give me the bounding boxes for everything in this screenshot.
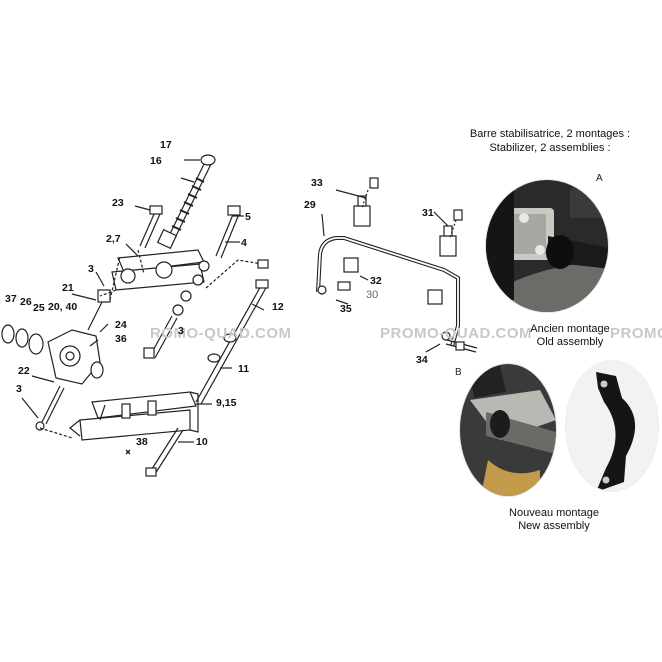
callout-26: 26 bbox=[20, 296, 32, 308]
callout-11: 11 bbox=[238, 363, 250, 375]
callout-16: 16 bbox=[150, 155, 162, 167]
stabilizer-bar-drawing bbox=[316, 177, 478, 353]
callout-3-middle: 3 bbox=[178, 325, 184, 337]
photo-new-assembly bbox=[459, 360, 659, 497]
caption-old-en: Old assembly bbox=[536, 336, 604, 348]
watermark-middle: PROMO-QUAD.COM bbox=[380, 325, 532, 342]
caption-old-fr: Ancien montage bbox=[530, 323, 610, 335]
callout-36: 36 bbox=[115, 333, 127, 345]
callout-12: 12 bbox=[272, 301, 284, 313]
callout-10: 10 bbox=[196, 436, 208, 448]
callout-31: 31 bbox=[422, 207, 434, 219]
callout-37: 37 bbox=[5, 293, 17, 305]
callout-20-40: 20, 40 bbox=[48, 301, 78, 313]
watermark-right: PROMO bbox=[610, 325, 662, 342]
callout-3-bottom: 3 bbox=[16, 383, 22, 395]
photo-tag-b: B bbox=[455, 367, 462, 378]
callout-23: 23 bbox=[112, 197, 124, 209]
photo-old-assembly bbox=[485, 179, 609, 313]
callout-35: 35 bbox=[340, 303, 352, 315]
photo-tag-a: A bbox=[596, 173, 603, 184]
callout-29: 29 bbox=[304, 199, 316, 211]
callout-30: 30 bbox=[366, 289, 379, 301]
header-english: Stabilizer, 2 assemblies : bbox=[489, 142, 611, 154]
callout-34: 34 bbox=[416, 354, 428, 366]
callout-3-top: 3 bbox=[88, 263, 94, 275]
header-french: Barre stabilisatrice, 2 montages : bbox=[469, 128, 631, 140]
caption-new-en: New assembly bbox=[518, 520, 590, 532]
callout-4: 4 bbox=[241, 237, 247, 249]
caption-new-fr: Nouveau montage bbox=[509, 507, 599, 519]
callout-17: 17 bbox=[160, 139, 172, 151]
callout-33: 33 bbox=[311, 177, 323, 189]
watermark-left: ROMO-QUAD.COM bbox=[150, 325, 292, 342]
callout-25: 25 bbox=[33, 302, 45, 314]
callout-24: 24 bbox=[115, 319, 127, 331]
callout-22: 22 bbox=[18, 365, 30, 377]
callout-38: 38 bbox=[136, 436, 148, 448]
swing-arm-drawing bbox=[1, 154, 269, 477]
callout-32: 32 bbox=[370, 275, 382, 287]
callout-9-15: 9,15 bbox=[216, 397, 237, 409]
callout-2-7: 2,7 bbox=[106, 233, 121, 245]
callout-5: 5 bbox=[245, 211, 251, 223]
callout-21: 21 bbox=[62, 282, 74, 294]
